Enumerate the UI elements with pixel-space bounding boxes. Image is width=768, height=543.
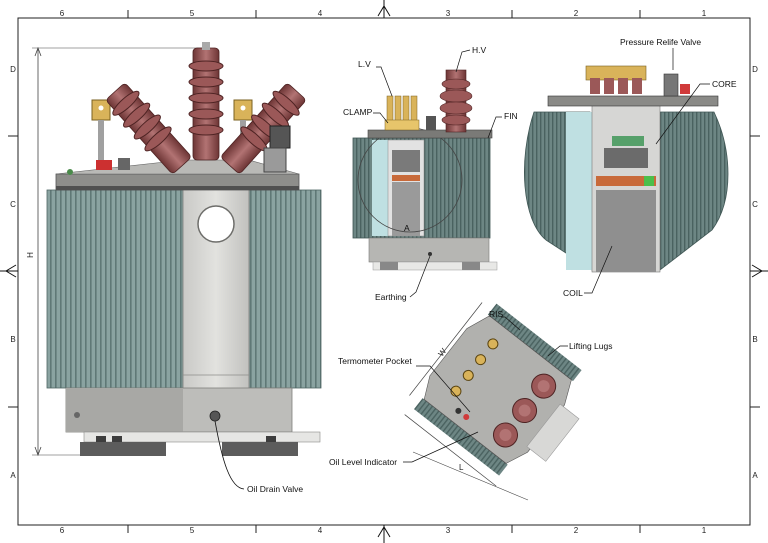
left-center-mark <box>0 264 18 278</box>
lv-callout: L.V <box>358 59 393 97</box>
width-label: W <box>436 346 448 358</box>
earth-bolt-icon <box>74 412 80 418</box>
plan-fins-top <box>487 303 582 382</box>
ris-label: RIS <box>489 309 504 319</box>
plan-fins-bottom <box>413 398 508 476</box>
oil-level-indicator-label: Oil Level Indicator <box>329 457 397 467</box>
zone-row-left-b: B <box>10 335 15 344</box>
zone-col-bottom-4: 3 <box>446 526 451 535</box>
zone-row-right-c: C <box>752 200 758 209</box>
zone-col-top-2: 5 <box>190 9 195 18</box>
right-skid <box>222 442 298 456</box>
oil-drain-valve-icon <box>209 410 221 422</box>
zone-col-bottom-1: 6 <box>60 526 65 535</box>
pressure-valve-callout: Pressure Relife Valve <box>620 37 701 70</box>
lv-label: L.V <box>358 59 371 69</box>
top-center-mark <box>377 0 391 18</box>
zone-row-right-b: B <box>752 335 757 344</box>
zone-col-top-1: 6 <box>60 9 65 18</box>
thermometer-pocket-label: Termometer Pocket <box>338 356 412 366</box>
zone-labels: 6 5 4 3 2 1 6 5 4 3 2 1 D C B A D C B A <box>10 9 758 535</box>
zone-row-right-a: A <box>752 471 758 480</box>
front-view: H <box>26 42 322 494</box>
oil-drain-valve-label: Oil Drain Valve <box>247 484 303 494</box>
fin-label: FIN <box>504 111 518 121</box>
zone-col-bottom-5: 2 <box>574 526 579 535</box>
section-cover <box>367 129 493 139</box>
core-label: CORE <box>712 79 737 89</box>
length-label: L <box>459 463 464 472</box>
base-plate <box>83 431 321 443</box>
zone-col-bottom-6: 1 <box>702 526 707 535</box>
lifting-lugs-label: Lifting Lugs <box>569 341 612 351</box>
oil-level-indicator-callout: Oil Level Indicator <box>329 431 479 467</box>
height-dimension: H <box>26 46 205 457</box>
coil-callout: COIL <box>563 245 613 298</box>
hv-bushing-right <box>221 83 306 174</box>
zone-col-top-6: 1 <box>702 9 707 18</box>
plan-view: W L RIS Lifting Lugs Termometer Pocket O… <box>329 302 612 501</box>
inspection-hole <box>197 205 235 243</box>
section-mark-label: A <box>404 223 410 233</box>
earthing-callout: Earthing <box>375 252 432 302</box>
zone-row-left-c: C <box>10 200 16 209</box>
zone-row-right-d: D <box>752 65 758 74</box>
detail-right-fins <box>659 111 729 271</box>
zone-col-bottom-3: 4 <box>318 526 323 535</box>
coil-label: COIL <box>563 288 583 298</box>
lifting-lugs-callout: Lifting Lugs <box>547 341 612 357</box>
thermometer-pocket-callout: Termometer Pocket <box>338 356 471 413</box>
right-radiator-fins <box>248 189 322 389</box>
zone-row-left-a: A <box>10 471 16 480</box>
core-callout: CORE <box>655 79 737 145</box>
hv-bushing-center <box>188 42 224 161</box>
zone-col-top-4: 3 <box>446 9 451 18</box>
zone-col-bottom-2: 5 <box>190 526 195 535</box>
clamp-callout: CLAMP <box>343 107 389 124</box>
section-hv-bushing <box>439 69 473 133</box>
left-skid <box>80 442 166 456</box>
pressure-valve-label: Pressure Relife Valve <box>620 37 701 47</box>
hv-label: H.V <box>472 45 487 55</box>
detail-cover <box>547 95 719 107</box>
section-view: A L.V H.V <box>343 45 518 302</box>
clamp-label: CLAMP <box>343 107 373 117</box>
zone-col-top-5: 2 <box>574 9 579 18</box>
zone-col-top-3: 4 <box>318 9 323 18</box>
ris-callout: RIS <box>489 309 521 331</box>
earthing-label: Earthing <box>375 292 407 302</box>
right-center-mark <box>750 264 768 278</box>
pressure-valve-front <box>269 125 291 149</box>
height-label: H <box>26 252 35 258</box>
detail-lv-terminals <box>585 65 647 94</box>
zone-row-left-d: D <box>10 65 16 74</box>
oil-drain-valve-callout: Oil Drain Valve <box>214 420 303 494</box>
detail-view: Pressure Relife Valve CORE COIL <box>524 37 737 298</box>
hv-bushing-left <box>106 83 191 174</box>
bottom-center-mark <box>377 525 391 543</box>
section-lv-terminals <box>384 95 420 131</box>
hv-callout: H.V <box>455 45 487 73</box>
fin-callout: FIN <box>487 111 518 139</box>
left-radiator-fins <box>46 189 184 389</box>
